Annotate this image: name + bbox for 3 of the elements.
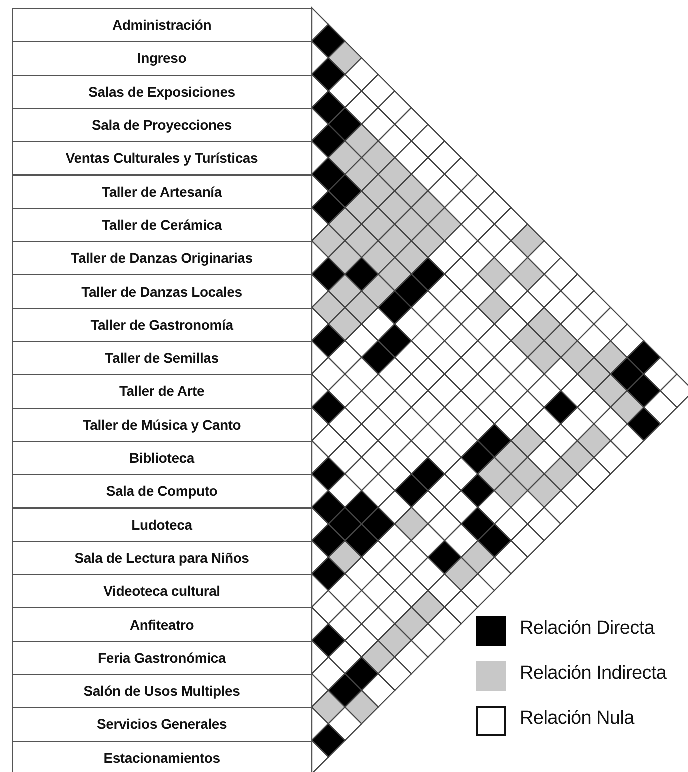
legend-label: Relación Nula bbox=[520, 708, 634, 730]
legend-label: Relación Indirecta bbox=[520, 663, 667, 685]
legend-label: Relación Directa bbox=[520, 618, 655, 640]
